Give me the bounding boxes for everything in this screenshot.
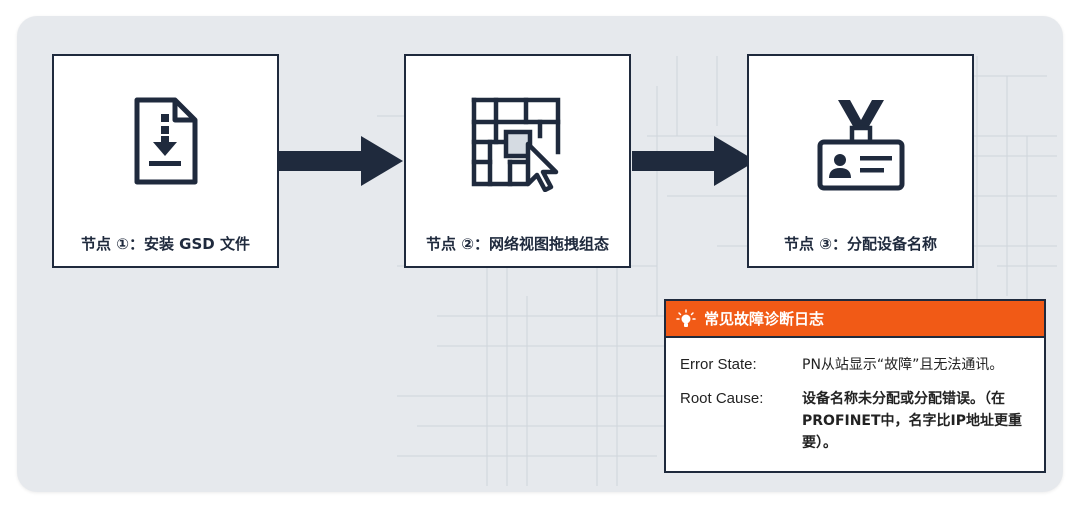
error-state-value: PN从站显示“故障”且无法通讯。 xyxy=(802,357,1004,373)
log-header: 常见故障诊断日志 xyxy=(666,301,1044,338)
step-box-1: 节点 ①：安装 GSD 文件 xyxy=(52,54,279,268)
diagnostic-log-panel: 常见故障诊断日志 Error State: PN从站显示“故障”且无法通讯。 R… xyxy=(664,299,1046,473)
document-download-icon xyxy=(134,97,197,185)
grid-cursor-icon xyxy=(471,97,560,192)
step-box-2: 节点 ②：网络视图拖拽组态 xyxy=(404,54,631,268)
root-cause-value: 设备名称未分配或分配错误。（在PROFINET中，名字比IP地址更重要）。 xyxy=(802,391,1023,451)
error-state-key: Error State: xyxy=(680,356,757,373)
step-box-3: 节点 ③：分配设备名称 xyxy=(747,54,974,268)
step-label-1: 节点 ①：安装 GSD 文件 xyxy=(81,235,250,253)
flow-arrow-2 xyxy=(632,136,756,186)
flow-arrow-1 xyxy=(279,136,403,186)
step-label-2: 节点 ②：网络视图拖拽组态 xyxy=(426,235,609,253)
root-cause-key: Root Cause: xyxy=(680,390,764,407)
log-title: 常见故障诊断日志 xyxy=(704,310,825,328)
id-badge-icon xyxy=(817,100,904,191)
step-label-3: 节点 ③：分配设备名称 xyxy=(784,235,937,253)
diagram-canvas: 节点 ①：安装 GSD 文件 节点 ②：网络视图拖拽组态 xyxy=(17,16,1063,492)
lightbulb-icon xyxy=(676,308,696,329)
